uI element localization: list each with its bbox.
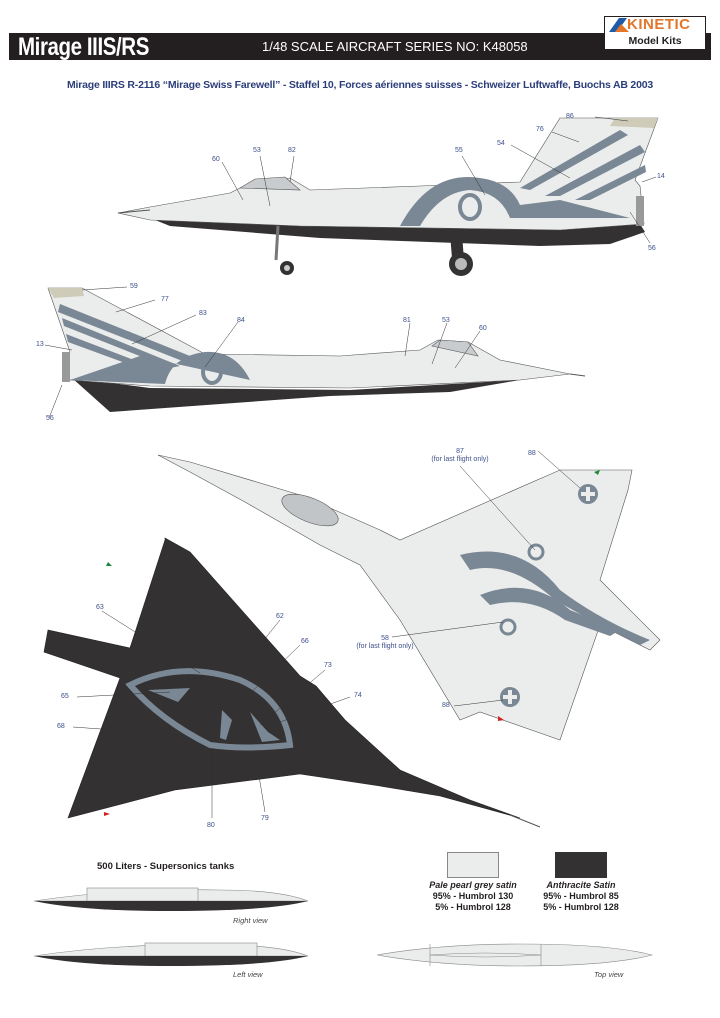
series-number: 1/48 SCALE AIRCRAFT SERIES NO: K48058 <box>262 39 528 54</box>
bottom-view <box>43 537 541 828</box>
callout-53: 53 <box>253 147 261 154</box>
callout-76: 76 <box>536 126 544 133</box>
callout-65: 65 <box>61 693 69 700</box>
callout-54: 54 <box>497 140 505 147</box>
logo-brand: KINETIC <box>627 16 691 33</box>
page-title: Mirage IIIS/RS <box>18 33 149 61</box>
callout-56: 56 <box>648 245 656 252</box>
paint-anthracite: Anthracite Satin 95% - Humbrol 85 5% - H… <box>543 880 619 912</box>
left-view-label: Left view <box>233 970 263 979</box>
callout-84: 84 <box>237 317 245 324</box>
callout-87: 87 (for last flight only) <box>431 448 489 463</box>
left-side-view <box>47 287 586 412</box>
callout-56: 56 <box>46 415 54 422</box>
fuel-tank-left-view <box>33 942 309 966</box>
callout-58: 58 (for last flight only) <box>356 635 414 650</box>
callout-88-bottom: 88 <box>442 702 450 709</box>
swatch-pale-grey <box>447 852 499 878</box>
callout-80: 80 <box>207 822 215 829</box>
callout-13: 13 <box>36 341 44 348</box>
kinetic-logo: KINETIC Model Kits <box>604 16 706 50</box>
callout-77: 77 <box>161 296 169 303</box>
top-view-label: Top view <box>594 970 624 979</box>
callout-63: 63 <box>96 604 104 611</box>
callout-14: 14 <box>657 173 665 180</box>
callout-60: 60 <box>212 156 220 163</box>
callout-73: 73 <box>324 662 332 669</box>
callout-leaders <box>44 116 657 818</box>
callout-53: 53 <box>442 317 450 324</box>
callout-59: 59 <box>130 283 138 290</box>
logo-sub: Model Kits <box>628 35 682 47</box>
header-bar <box>9 33 711 60</box>
callout-79: 79 <box>261 815 269 822</box>
callout-74: 74 <box>354 692 362 699</box>
callout-83: 83 <box>199 310 207 317</box>
top-view <box>157 454 661 741</box>
right-view-label: Right view <box>233 916 268 925</box>
paint-pale-grey: Pale pearl grey satin 95% - Humbrol 130 … <box>429 880 517 912</box>
callout-60: 60 <box>479 325 487 332</box>
fuel-tank-right-view <box>33 887 309 911</box>
callout-88-top: 88 <box>528 450 536 457</box>
kinetic-k-icon <box>609 18 629 32</box>
callout-66: 66 <box>301 638 309 645</box>
swatch-anthracite <box>555 852 607 878</box>
swiss-roundel-icon <box>578 484 598 504</box>
swiss-roundel-icon <box>500 687 520 707</box>
tanks-heading: 500 Liters - Supersonics tanks <box>97 861 235 872</box>
scheme-subtitle: Mirage IIIRS R-2116 “Mirage Swiss Farewe… <box>66 79 653 91</box>
callout-55: 55 <box>455 147 463 154</box>
callout-86: 86 <box>566 113 574 120</box>
callout-68: 68 <box>57 723 65 730</box>
callout-62: 62 <box>276 613 284 620</box>
callout-82: 82 <box>288 147 296 154</box>
fuel-tank-top-view <box>376 943 654 967</box>
right-side-view <box>117 117 659 276</box>
callout-81: 81 <box>403 317 411 324</box>
